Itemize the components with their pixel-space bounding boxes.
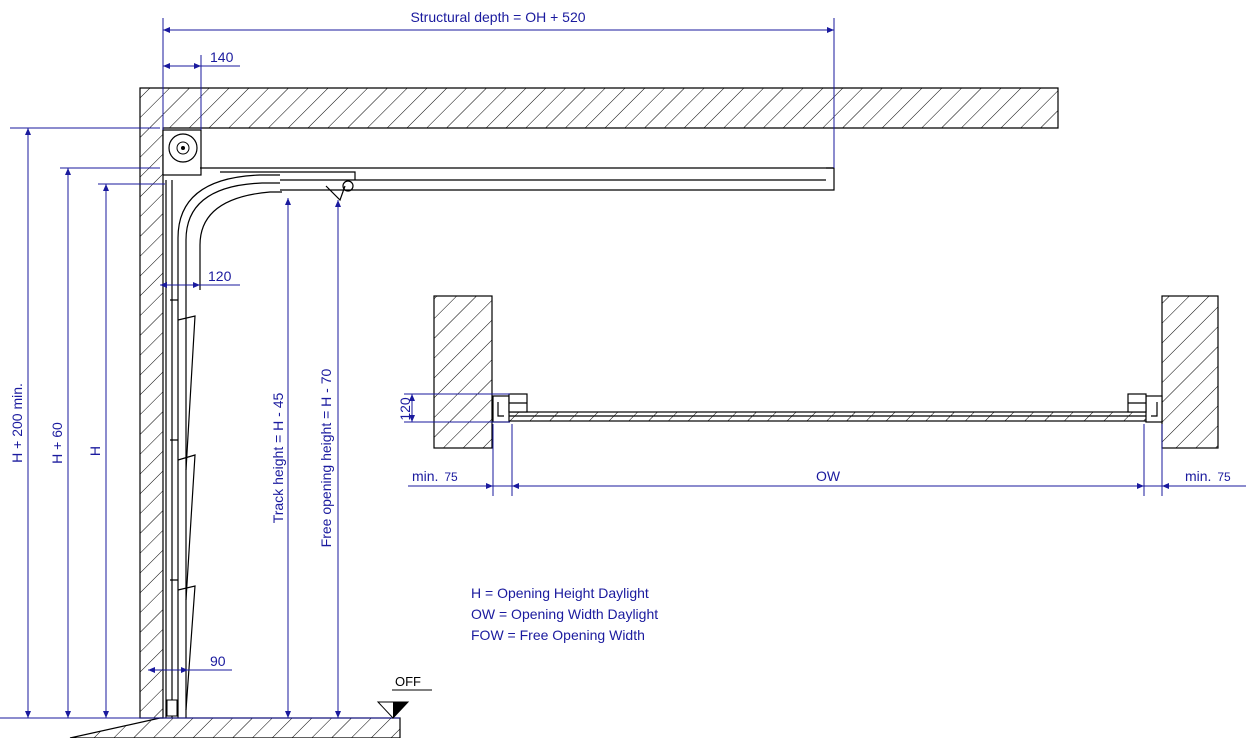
dim-h: H <box>87 183 165 718</box>
plan-right-bracket <box>1127 393 1163 423</box>
dim-90-label: 90 <box>210 653 226 669</box>
curved-track <box>177 174 282 290</box>
plan-door-panel <box>507 411 1149 422</box>
legend-item-fow: FOW = Free Opening Width <box>471 627 645 643</box>
dim-140: 140 <box>163 49 240 130</box>
dim-h-label: H <box>87 446 103 456</box>
dim-140-label: 140 <box>210 49 234 65</box>
dim-120-plan: 120 <box>397 393 510 423</box>
structural-depth-label: Structural depth = OH + 520 <box>410 9 585 25</box>
dim-h200: H + 200 min. <box>9 127 160 718</box>
min-left-label: min. 75 <box>412 468 458 484</box>
min-right-label: min. 75 <box>1185 468 1231 484</box>
floor-level-marker: OFF <box>376 674 432 719</box>
dim-120-plan-label: 120 <box>397 397 413 421</box>
dim-free-opening-height: Free opening height = H - 70 <box>318 200 341 718</box>
legend-item-h: H = Opening Height Daylight <box>471 585 649 601</box>
dim-90: 90 <box>148 653 232 673</box>
floor-slab <box>69 717 401 738</box>
dim-120-side-label: 120 <box>208 268 232 284</box>
free-opening-height-label: Free opening height = H - 70 <box>318 368 334 547</box>
legend: H = Opening Height Daylight OW = Opening… <box>471 585 658 643</box>
dim-h200-label: H + 200 min. <box>9 383 25 463</box>
plan-left-bracket <box>492 393 528 423</box>
spring-drum <box>162 129 202 176</box>
side-view: Structural depth = OH + 520 140 120 90 H… <box>0 9 1059 738</box>
plan-right-wall <box>1161 295 1219 449</box>
floor-marker-label: OFF <box>395 674 421 689</box>
horizontal-track <box>200 167 835 202</box>
ow-label: OW <box>816 468 841 484</box>
plan-view: 120 min. 75 OW min. 75 <box>397 295 1246 496</box>
dim-h60-label: H + 60 <box>49 422 65 464</box>
legend-item-ow: OW = Opening Width Daylight <box>471 606 658 622</box>
dim-track-height: Track height = H - 45 <box>270 198 291 718</box>
dim-h60: H + 60 <box>49 167 160 718</box>
dim-ow: min. 75 OW min. 75 <box>408 424 1246 496</box>
door-panel <box>165 180 196 718</box>
track-height-label: Track height = H - 45 <box>270 392 286 523</box>
dim-120-side: 120 <box>160 268 240 288</box>
plan-left-wall <box>433 295 493 449</box>
structural-depth-dim: Structural depth = OH + 520 <box>162 9 835 168</box>
